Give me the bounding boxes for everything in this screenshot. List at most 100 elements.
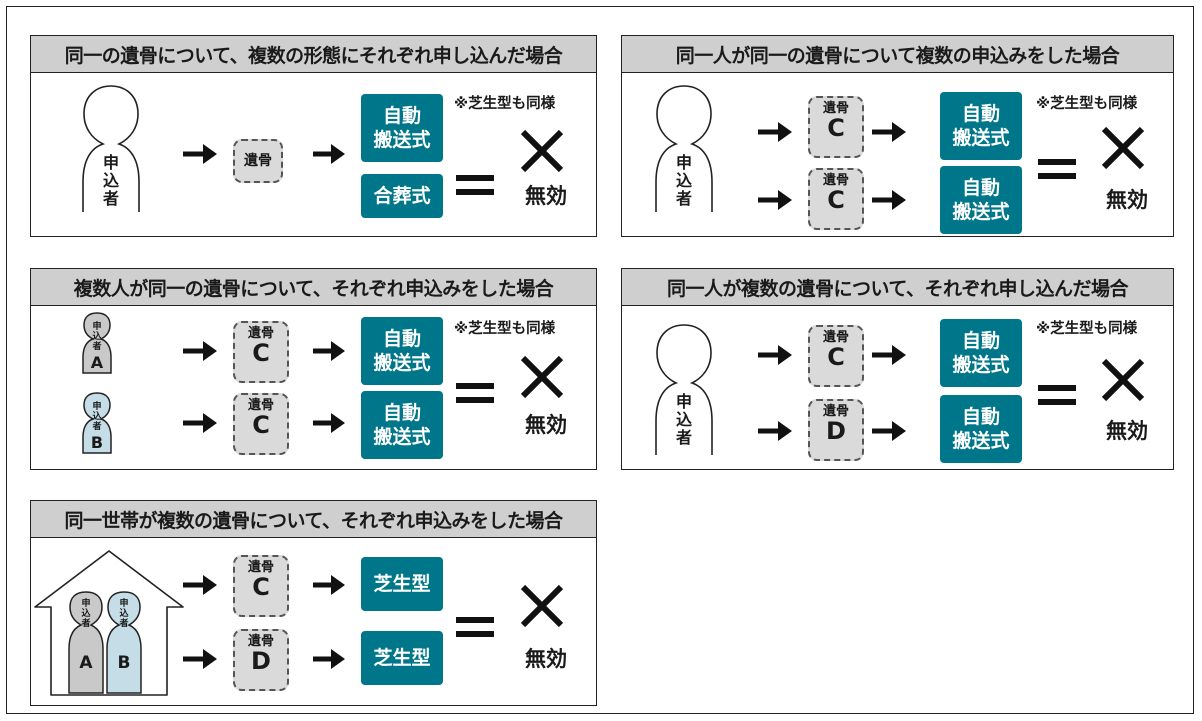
bone-letter: C — [252, 411, 270, 439]
arrow-right-icon — [183, 341, 217, 361]
panel-multiple-people-same-bone: 複数人が同一の遺骨について、それぞれ申込みをした場合 — [30, 268, 597, 470]
arrow-right-icon — [313, 341, 345, 361]
note-text: ※芝生型も同様 — [1036, 321, 1138, 337]
arrow-right-icon — [872, 421, 906, 441]
method-box: 自動 搬送式 — [940, 395, 1022, 463]
bone-label: 遺骨 — [247, 634, 274, 649]
arrow-right-icon — [313, 413, 345, 433]
person-icon — [68, 591, 104, 694]
person-icon — [82, 392, 112, 454]
arrow-right-icon — [872, 345, 906, 365]
panel-same-household-multiple-bones: 同一世帯が複数の遺骨について、それぞれ申込みをした場合 — [30, 500, 597, 706]
applicant-letter: B — [117, 653, 131, 673]
cross-icon — [520, 584, 564, 628]
arrow-right-icon — [183, 144, 217, 164]
cross-icon — [520, 129, 564, 173]
applicant-label: 申込者 — [92, 322, 102, 352]
bone-letter: C — [827, 186, 845, 214]
bone-letter: C — [252, 339, 270, 367]
result-invalid: 無効 — [1106, 419, 1148, 443]
bone-tag: 遺骨 C — [233, 555, 289, 617]
bone-tag: 遺骨 C — [233, 321, 289, 383]
equals-icon — [456, 383, 494, 403]
panel-title: 同一世帯が複数の遺骨について、それぞれ申込みをした場合 — [31, 501, 596, 538]
result-invalid: 無効 — [525, 184, 567, 208]
applicant-letter: B — [90, 433, 104, 452]
arrow-right-icon — [758, 345, 792, 365]
result-invalid: 無効 — [525, 647, 567, 671]
applicant-label: 申込者 — [81, 599, 91, 629]
person-icon — [655, 324, 713, 455]
bone-letter: C — [827, 114, 845, 142]
panel-same-person-multiple-bones: 同一人が複数の遺骨について、それぞれ申し込んだ場合 申込者 — [621, 268, 1174, 470]
bone-label: 遺骨 — [247, 326, 274, 341]
bone-label: 遺骨 — [244, 153, 272, 169]
bone-label: 遺骨 — [247, 560, 274, 575]
applicant-label: 申込者 — [675, 153, 692, 208]
equals-icon — [456, 617, 494, 637]
method-box: 芝生型 — [361, 557, 443, 611]
method-box: 合葬式 — [361, 174, 443, 218]
method-box: 自動 搬送式 — [361, 391, 443, 459]
result-invalid: 無効 — [525, 413, 567, 437]
bone-tag: 遺骨 D — [233, 629, 289, 691]
method-box: 自動 搬送式 — [361, 317, 443, 385]
method-box: 芝生型 — [361, 631, 443, 685]
person-icon — [82, 312, 112, 374]
arrow-right-icon — [183, 413, 217, 433]
bone-tag: 遺骨 C — [808, 168, 864, 230]
arrow-right-icon — [872, 122, 906, 142]
arrow-right-icon — [313, 575, 345, 595]
method-box: 自動 搬送式 — [940, 319, 1022, 387]
person-icon — [106, 591, 142, 694]
bone-label: 遺骨 — [822, 330, 849, 345]
bone-tag: 遺骨 D — [808, 399, 864, 461]
person-icon — [655, 85, 713, 212]
arrow-right-icon — [313, 649, 345, 669]
arrow-right-icon — [313, 144, 345, 164]
arrow-right-icon — [758, 421, 792, 441]
applicant-label: 申込者 — [119, 599, 129, 629]
bone-label: 遺骨 — [247, 398, 274, 413]
bone-tag: 遺骨 C — [808, 96, 864, 158]
method-box: 自動 搬送式 — [361, 94, 443, 162]
panel-title: 同一人が複数の遺骨について、それぞれ申し込んだ場合 — [622, 269, 1173, 306]
bone-tag: 遺骨 C — [233, 393, 289, 455]
applicant-letter: A — [90, 353, 104, 372]
panel-same-person-same-bone: 同一人が同一の遺骨について複数の申込みをした場合 申込者 — [621, 35, 1174, 237]
equals-icon — [1038, 385, 1076, 405]
bone-label: 遺骨 — [822, 404, 849, 419]
method-box: 自動 搬送式 — [940, 92, 1022, 160]
arrow-right-icon — [872, 190, 906, 210]
cross-icon — [520, 355, 564, 399]
panel-1-graphics — [82, 85, 564, 212]
bone-label: 遺骨 — [822, 101, 849, 116]
method-box: 自動 搬送式 — [940, 166, 1022, 234]
panel-same-bone-multiple-forms: 同一の遺骨について、複数の形態にそれぞれ申し込んだ場合 申込者 遺骨 自動 搬送… — [30, 35, 597, 237]
panel-2-graphics — [655, 85, 1145, 212]
applicant-label: 申込者 — [102, 153, 119, 208]
arrow-right-icon — [183, 575, 217, 595]
arrow-right-icon — [758, 190, 792, 210]
cross-icon — [1101, 126, 1145, 170]
bone-tag: 遺骨 — [233, 139, 283, 183]
panel-title: 複数人が同一の遺骨について、それぞれ申込みをした場合 — [31, 269, 596, 306]
applicant-label: 申込者 — [675, 392, 692, 447]
panel-5-graphics — [34, 550, 564, 696]
panel-3-graphics — [82, 312, 564, 454]
diagram-frame — [6, 6, 1194, 714]
applicant-letter: A — [79, 653, 93, 673]
bone-letter: C — [827, 343, 845, 371]
bone-tag: 遺骨 C — [808, 325, 864, 387]
note-text: ※芝生型も同様 — [1036, 96, 1138, 112]
bone-letter: D — [826, 417, 846, 445]
bone-letter: C — [252, 573, 270, 601]
panel-title: 同一人が同一の遺骨について複数の申込みをした場合 — [622, 36, 1173, 73]
note-text: ※芝生型も同様 — [454, 321, 556, 337]
note-text: ※芝生型も同様 — [454, 96, 556, 112]
person-icon — [82, 85, 140, 212]
panel-4-graphics — [655, 324, 1145, 455]
panel-title: 同一の遺骨について、複数の形態にそれぞれ申し込んだ場合 — [31, 36, 596, 73]
bone-label: 遺骨 — [822, 173, 849, 188]
applicant-label: 申込者 — [92, 402, 102, 432]
